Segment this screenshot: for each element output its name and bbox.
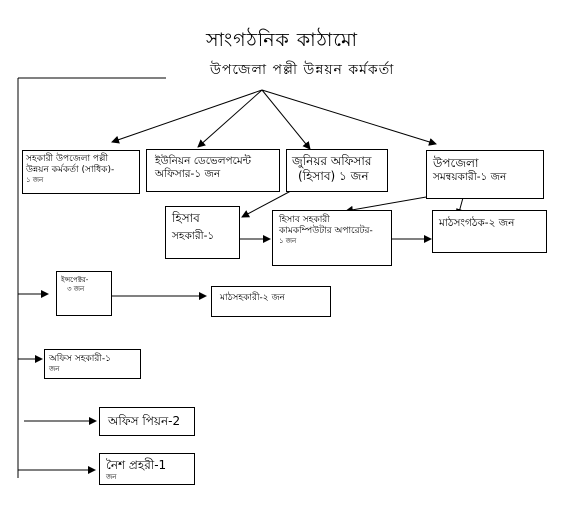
office-assistant-box: অফিস সহকারী-১ জন xyxy=(44,349,141,379)
office-peon-box: অফিস পিয়ন-2 xyxy=(99,407,195,436)
page-title: সাংগঠনিক কাঠামো xyxy=(205,29,359,51)
accounts-assistant-box: হিসাব সহকারী-১ xyxy=(165,206,240,259)
night-guard-box: নৈশ প্রহরী-1 জন xyxy=(99,453,195,485)
inspector-box: ইন্সপেক্টর- ৩ জন xyxy=(56,271,112,316)
computer-operator-box: হিসাব সহকারী কামকম্পিউটার অপারেটর- ১ জন xyxy=(272,210,392,266)
field-assistant-box: মাঠসহকারী-২ জন xyxy=(211,286,331,317)
field-organizer-box: মাঠসংগঠক-২ জন xyxy=(432,210,547,253)
assistant-officer-box: সহকারী উপজেলা পল্লী উন্নয়ন কর্মকর্তা (স… xyxy=(22,150,140,194)
union-development-officer-box: ইউনিয়ন ডেভেলপমেন্ট অফিসার-১ জন xyxy=(146,149,280,192)
upazila-coordinator-box: উপজেলা সমন্বয়কারী-১ জন xyxy=(426,150,544,199)
chart-subtitle: উপজেলা পল্লী উন্নয়ন কর্মকর্তা xyxy=(210,62,395,78)
junior-officer-box: জুনিয়র অফিসার (হিসাব) ১ জন xyxy=(286,149,388,192)
